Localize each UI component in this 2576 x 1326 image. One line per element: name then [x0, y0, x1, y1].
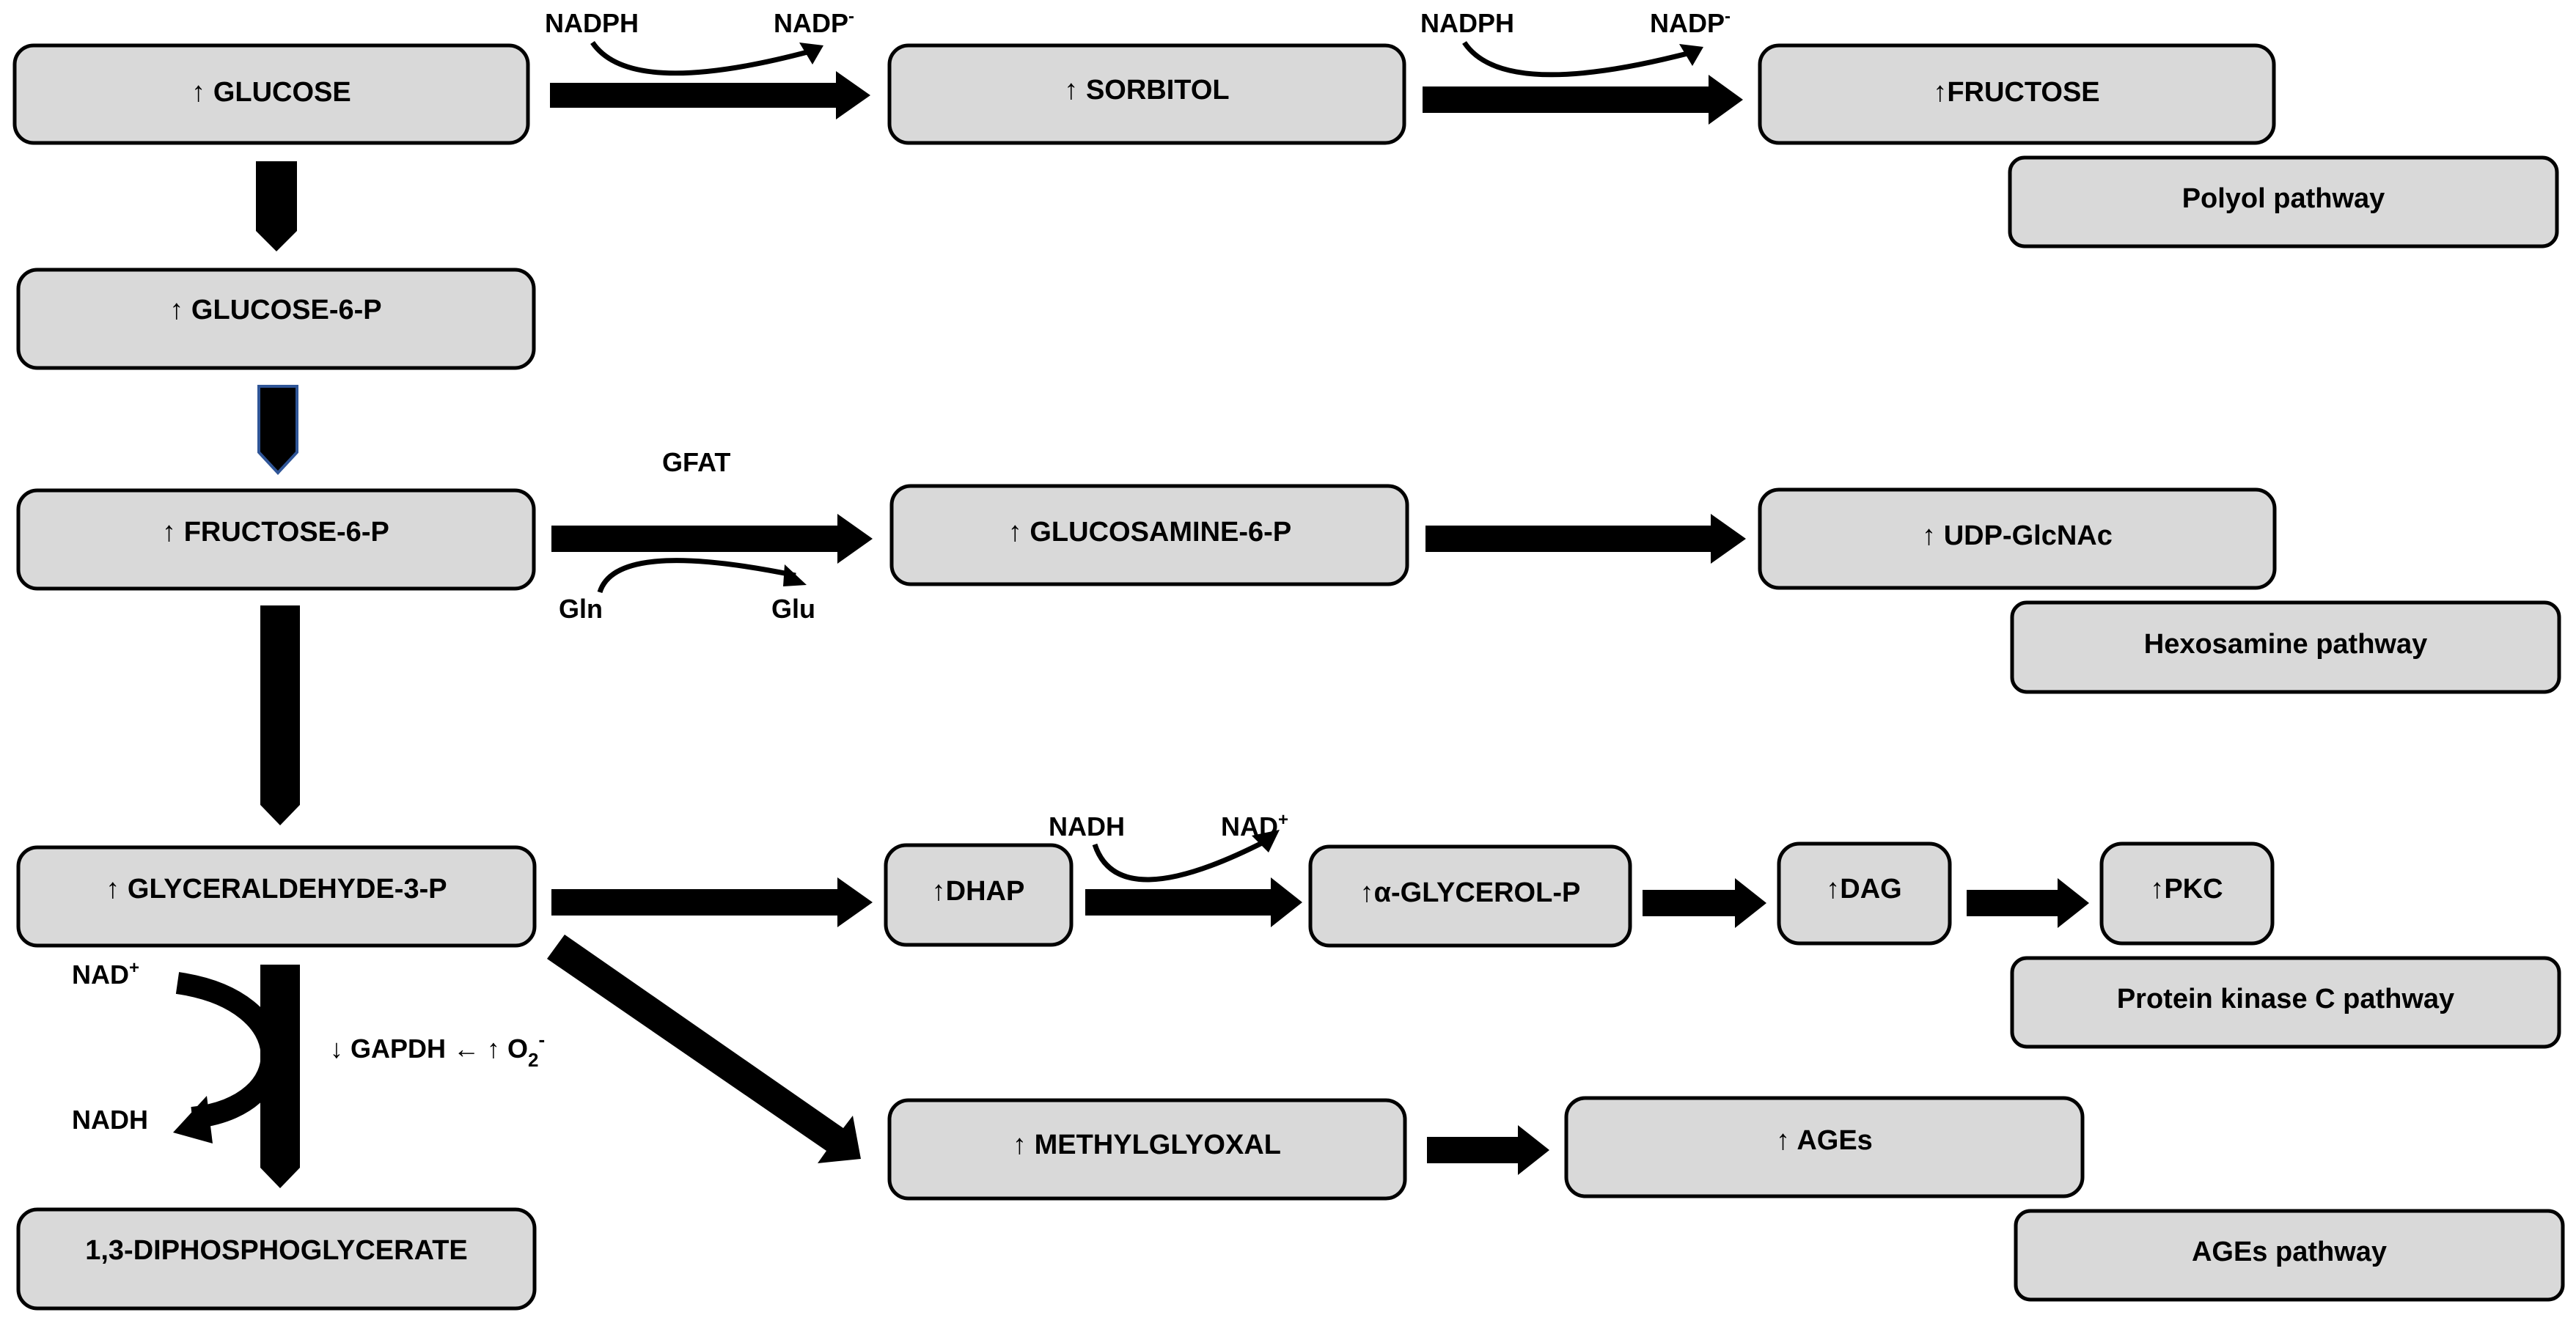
arrow-alpha-glycerol-p-to-dag	[1643, 878, 1766, 928]
arrow-glyceraldehyde3p-to-methylglyoxal	[547, 935, 861, 1163]
node-fructose: ↑FRUCTOSE	[1758, 43, 2276, 145]
svg-text:Polyol pathway: Polyol pathway	[2182, 183, 2385, 214]
node-glucosamine-6-p: ↑ GLUCOSAMINE-6-P	[889, 484, 1409, 586]
curve-gln-to-glu	[597, 558, 796, 594]
curve-arrowhead-nadp-1	[799, 43, 823, 65]
svg-text:1,3-DIPHOSPHOGLYCERATE: 1,3-DIPHOSPHOGLYCERATE	[85, 1235, 468, 1266]
curve-arrowhead-nad-top	[1252, 830, 1280, 852]
svg-text:↑ UDP-GlcNAc: ↑ UDP-GlcNAc	[1922, 520, 2113, 551]
curve-arrowhead-nadp-2	[1679, 44, 1703, 66]
svg-text:↑DAG: ↑DAG	[1826, 874, 1901, 905]
label-nad-top: NAD+	[1221, 810, 1288, 841]
arrow-glucose-to-glucose6p	[256, 161, 297, 251]
label-nad-left: NAD+	[72, 958, 139, 990]
svg-text:↑ GLUCOSE: ↑ GLUCOSE	[191, 77, 351, 108]
label-nadph-1: NADPH	[545, 8, 639, 38]
node-fructose-6-p: ↑ FRUCTOSE-6-P	[16, 488, 536, 591]
svg-text:AGEs pathway: AGEs pathway	[2192, 1237, 2387, 1267]
pathway-box-polyol: Polyol pathway	[2008, 155, 2559, 248]
svg-text:↑PKC: ↑PKC	[2150, 874, 2223, 905]
svg-text:↑ GLUCOSE-6-P: ↑ GLUCOSE-6-P	[169, 295, 381, 325]
pathway-box-pkc: Protein kinase C pathway	[2010, 956, 2561, 1049]
curve-arrowhead-nadh-left	[173, 1096, 213, 1143]
node-dhap: ↑DHAP	[884, 843, 1074, 947]
label-nadp-2: NADP-	[1650, 7, 1731, 38]
node-glucose-6-p: ↑ GLUCOSE-6-P	[16, 268, 536, 370]
node-methylglyoxal: ↑ METHYLGLYOXAL	[887, 1098, 1407, 1201]
label-nadp-1: NADP-	[774, 7, 854, 38]
arrow-dhap-to-alpha-glycerol-p	[1085, 877, 1302, 927]
label-glu: Glu	[771, 594, 815, 624]
arrow-fructose6p-to-glucosamine6p	[551, 514, 873, 564]
curve-nadph-to-nadp-2	[1462, 41, 1691, 78]
pathway-box-hexosamine: Hexosamine pathway	[2010, 600, 2561, 694]
svg-text:↑ SORBITOL: ↑ SORBITOL	[1064, 75, 1229, 106]
label-nadh-left: NADH	[72, 1105, 148, 1135]
node-glucose: ↑ GLUCOSE	[12, 43, 530, 145]
label-gfat: GFAT	[662, 447, 730, 477]
arrow-sorbitol-to-fructose	[1423, 75, 1743, 125]
arrow-glucose-to-sorbitol	[550, 71, 870, 119]
label-nadh-top: NADH	[1049, 811, 1125, 841]
pathway-box-ages: AGEs pathway	[2014, 1209, 2565, 1302]
svg-text:↑ METHYLGLYOXAL: ↑ METHYLGLYOXAL	[1013, 1130, 1281, 1160]
svg-text:↑FRUCTOSE: ↑FRUCTOSE	[1933, 77, 2099, 108]
arrow-dag-to-pkc	[1967, 878, 2089, 928]
node-ages: ↑ AGEs	[1564, 1096, 2085, 1198]
label-gapdh-o2: ↓ GAPDH ← ↑ O2-	[330, 1028, 545, 1071]
node-glyceraldehyde-3-p: ↑ GLYCERALDEHYDE-3-P	[16, 845, 537, 948]
svg-text:↑ GLUCOSAMINE-6-P: ↑ GLUCOSAMINE-6-P	[1008, 517, 1291, 548]
svg-text:↑DHAP: ↑DHAP	[932, 876, 1025, 907]
label-gln: Gln	[559, 594, 603, 624]
curve-arrowhead-glu	[783, 564, 807, 586]
arrow-glucose6p-to-fructose6p	[257, 385, 298, 475]
arrow-glyceraldehyde3p-to-dhap	[551, 877, 873, 927]
svg-text:Protein kinase C pathway: Protein kinase C pathway	[2117, 984, 2454, 1014]
svg-text:Hexosamine pathway: Hexosamine pathway	[2144, 629, 2427, 660]
node-sorbitol: ↑ SORBITOL	[887, 43, 1406, 145]
node-udp-glcnac: ↑ UDP-GlcNAc	[1758, 487, 2277, 590]
node-pkc: ↑PKC	[2099, 841, 2275, 946]
curve-nadh-to-nad	[1092, 839, 1266, 883]
node-dag: ↑DAG	[1777, 841, 1952, 946]
svg-text:↑α-GLYCEROL-P: ↑α-GLYCEROL-P	[1360, 877, 1581, 908]
node-1-3-diphosphoglycerate: 1,3-DIPHOSPHOGLYCERATE	[16, 1207, 537, 1311]
arrow-fructose6p-to-glyceraldehyde3p	[260, 605, 300, 825]
svg-text:↑ GLYCERALDEHYDE-3-P: ↑ GLYCERALDEHYDE-3-P	[106, 874, 447, 905]
arrow-methylglyoxal-to-ages	[1427, 1125, 1549, 1175]
curve-nadph-to-nadp-1	[590, 40, 811, 76]
curve-nad-to-nadh-left	[175, 972, 283, 1129]
label-nadph-2: NADPH	[1420, 8, 1514, 38]
arrow-glucosamine6p-to-udpglcnac	[1425, 514, 1746, 564]
svg-text:↑ FRUCTOSE-6-P: ↑ FRUCTOSE-6-P	[162, 517, 389, 548]
svg-text:↑ AGEs: ↑ AGEs	[1776, 1125, 1873, 1156]
node-alpha-glycerol-p: ↑α-GLYCEROL-P	[1308, 844, 1632, 948]
